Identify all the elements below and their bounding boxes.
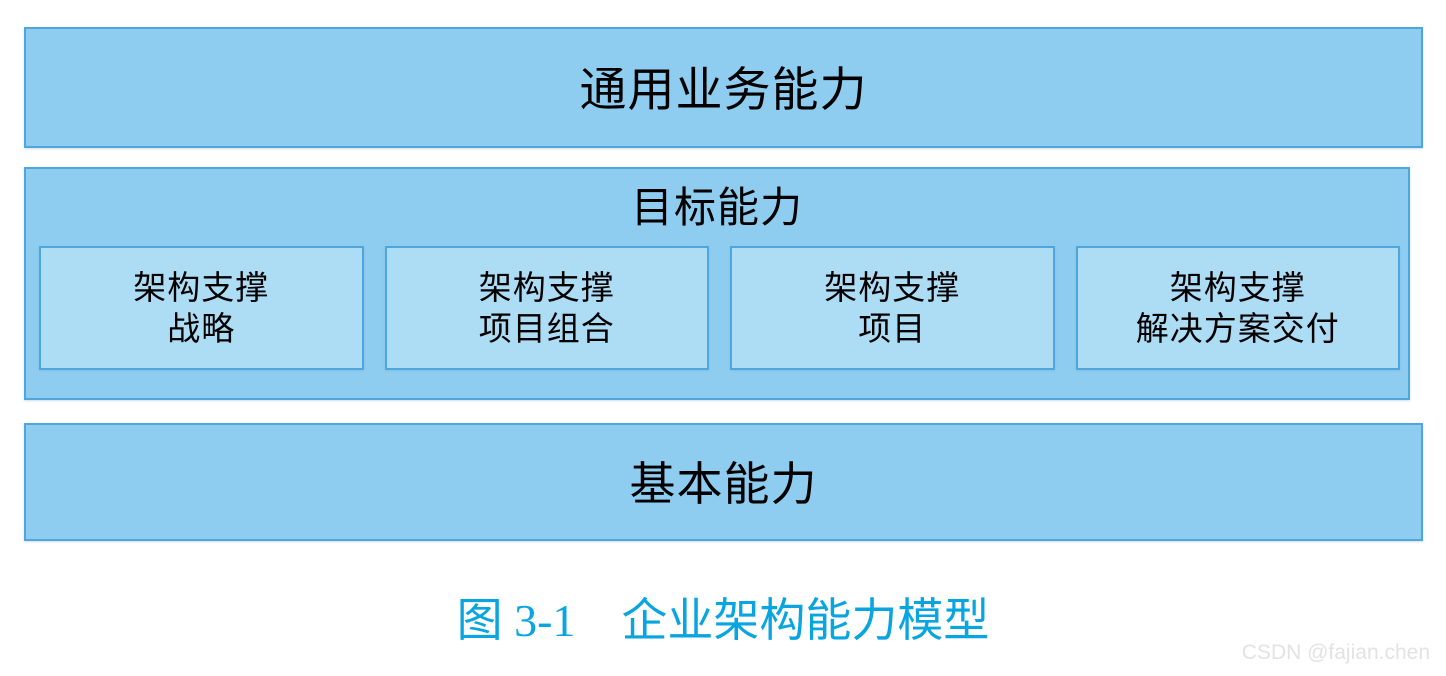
capability-box-portfolio-line2: 项目组合 <box>478 310 615 347</box>
capability-box-strategy-line2: 战略 <box>167 310 236 347</box>
layer-basic-capability: 基本能力 <box>24 423 1423 541</box>
capability-box-project: 架构支撑 项目 <box>730 246 1055 370</box>
figure-caption: 图 3-1 企业架构能力模型 <box>456 595 990 646</box>
layer-top-label: 通用业务能力 <box>579 63 868 116</box>
layer-bottom-label: 基本能力 <box>629 458 818 510</box>
capability-box-project-line2: 项目 <box>858 310 927 347</box>
layer-target-capability: 目标能力 架构支撑 战略 架构支撑 项目组合 架构支撑 项目 架构支撑 解决方案… <box>24 167 1410 400</box>
layer-general-business-capability: 通用业务能力 <box>24 27 1423 148</box>
capability-box-solution-delivery-line2: 解决方案交付 <box>1135 310 1340 347</box>
capability-box-row: 架构支撑 战略 架构支撑 项目组合 架构支撑 项目 架构支撑 解决方案交付 <box>39 246 1400 370</box>
capability-box-portfolio: 架构支撑 项目组合 <box>384 246 709 370</box>
capability-box-strategy: 架构支撑 战略 <box>39 246 364 370</box>
csdn-watermark: CSDN @fajian.chen <box>1241 641 1430 664</box>
capability-box-portfolio-line1: 架构支撑 <box>478 269 615 306</box>
capability-box-strategy-line1: 架构支撑 <box>133 269 270 306</box>
capability-box-project-line1: 架构支撑 <box>824 269 961 306</box>
capability-box-solution-delivery: 架构支撑 解决方案交付 <box>1075 246 1400 370</box>
capability-box-solution-delivery-line1: 架构支撑 <box>1169 269 1306 306</box>
layer-middle-label: 目标能力 <box>630 184 803 231</box>
